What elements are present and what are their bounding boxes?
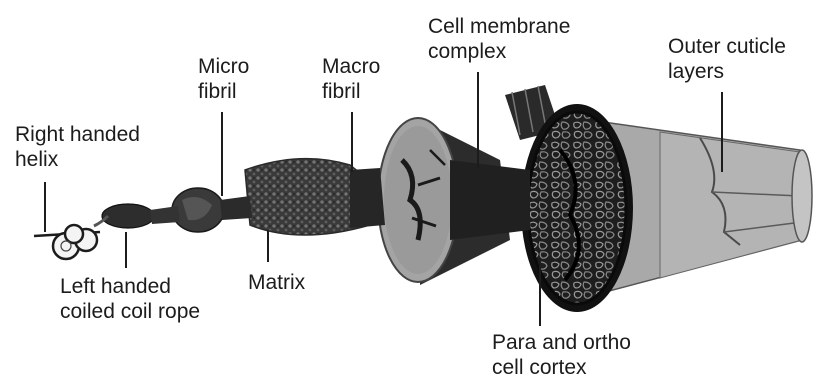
label-outer-cuticle-layers-line2: layers (668, 59, 786, 84)
label-micro-fibril-line1: Micro (198, 54, 249, 79)
label-outer-cuticle-layers: Outer cuticle layers (668, 34, 786, 84)
macro-to-cortex-connector (450, 160, 530, 240)
right-handed-helix-shape (34, 225, 100, 259)
label-cell-membrane-complex-line2: complex (428, 39, 570, 64)
label-para-ortho-cortex-line1: Para and ortho (492, 330, 631, 355)
label-right-handed-helix: Right handed helix (15, 122, 140, 172)
label-micro-fibril: Micro fibril (198, 54, 249, 104)
label-cell-membrane-complex-line1: Cell membrane (428, 14, 570, 39)
label-para-ortho-cortex-line2: cell cortex (492, 355, 631, 380)
label-matrix: Matrix (248, 270, 305, 295)
label-left-handed-rope-line2: coiled coil rope (60, 299, 200, 324)
matrix-shape (245, 159, 385, 235)
label-macro-fibril: Macro fibril (322, 54, 380, 104)
label-macro-fibril-line1: Macro (322, 54, 380, 79)
label-micro-fibril-line2: fibril (198, 79, 249, 104)
cortex-disc (521, 104, 633, 312)
label-macro-fibril-line2: fibril (322, 79, 380, 104)
coiled-coil-rope-shape (94, 204, 180, 228)
label-matrix-line1: Matrix (248, 270, 305, 295)
label-para-ortho-cortex: Para and ortho cell cortex (492, 330, 631, 380)
label-left-handed-rope: Left handed coiled coil rope (60, 274, 200, 324)
label-left-handed-rope-line1: Left handed (60, 274, 200, 299)
label-right-handed-helix-line1: Right handed (15, 122, 140, 147)
label-cell-membrane-complex: Cell membrane complex (428, 14, 570, 64)
label-outer-cuticle-layers-line1: Outer cuticle (668, 34, 786, 59)
micro-fibril-shape (172, 188, 252, 232)
label-right-handed-helix-line2: helix (15, 147, 140, 172)
